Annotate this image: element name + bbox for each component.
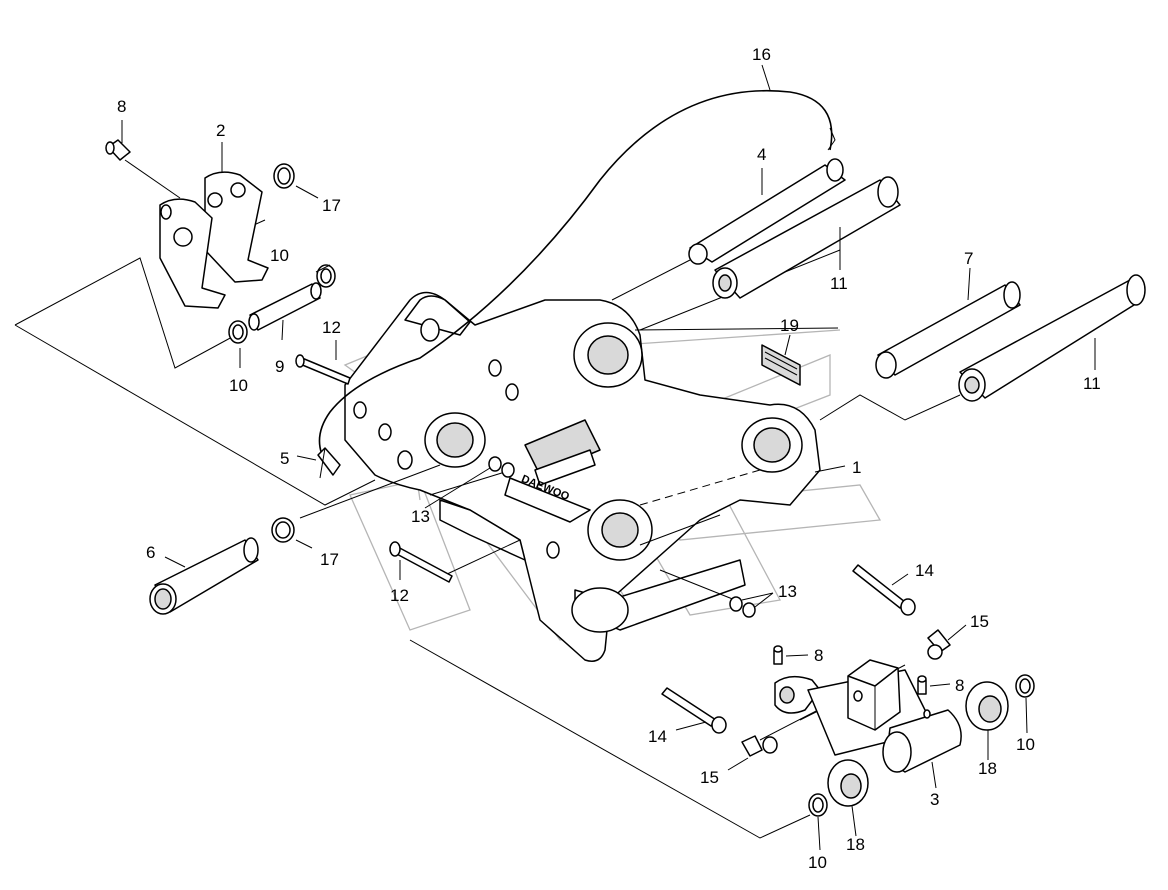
ring-part-10-bottom [808, 793, 828, 817]
callout-17-top: 17 [322, 196, 341, 215]
callout-numbers: 16 8 2 17 4 11 7 19 11 10 12 9 10 5 1 13… [117, 45, 1101, 872]
callout-8-top: 8 [117, 97, 126, 116]
pin-part-11-upper [712, 176, 901, 299]
callout-10-right: 10 [1016, 735, 1035, 754]
ring-part-10-left [228, 320, 248, 344]
grease-fitting-part-8-top [105, 139, 131, 161]
ring-part-17-top [273, 163, 295, 189]
label-part-19 [761, 344, 801, 386]
cylinder-part-3 [774, 659, 962, 773]
callout-1: 1 [852, 458, 861, 477]
callout-15-upper: 15 [970, 612, 989, 631]
nut-part-13-upper [488, 456, 515, 478]
bolt-part-12-lower [389, 541, 453, 583]
quick-coupler-frame: DAEWOO [344, 291, 821, 662]
callout-18-bottom: 18 [846, 835, 865, 854]
spacer-part-18-right [965, 681, 1009, 731]
ring-part-10-right [1015, 674, 1035, 698]
sleeve-part-6 [149, 537, 259, 615]
pin-part-7 [875, 281, 1021, 379]
callout-16: 16 [752, 45, 771, 64]
callout-14-upper: 14 [915, 561, 934, 580]
pin-part-14-lower [661, 687, 727, 734]
callout-8-mid: 8 [814, 646, 823, 665]
callout-13-lower: 13 [778, 582, 797, 601]
callout-11-upper: 11 [830, 274, 848, 293]
callout-6: 6 [146, 543, 155, 562]
callout-15-lower: 15 [700, 768, 719, 787]
callout-12-lower: 12 [390, 586, 409, 605]
callout-7: 7 [964, 249, 973, 268]
bolt-part-12-upper [295, 354, 351, 385]
ring-part-17-lower [271, 517, 295, 543]
assembly-lines [14, 219, 961, 839]
plate-part-2 [159, 171, 269, 309]
callout-leaders [121, 64, 1096, 851]
callout-18-right: 18 [978, 759, 997, 778]
callout-10-bottom: 10 [808, 853, 827, 872]
pin-part-9 [248, 282, 322, 331]
callout-4: 4 [757, 145, 766, 164]
callout-13-upper: 13 [411, 507, 430, 526]
pin-part-11-lower [958, 274, 1146, 402]
callout-10-left: 10 [229, 376, 248, 395]
elbow-fitting-part-15-lower [741, 735, 778, 757]
callout-5: 5 [280, 449, 289, 468]
callout-12-upper: 12 [322, 318, 341, 337]
spacer-part-18-bottom [827, 759, 869, 807]
pin-part-14-upper [852, 564, 916, 616]
callout-9: 9 [275, 357, 284, 376]
callout-8-right: 8 [955, 676, 964, 695]
callout-2: 2 [216, 121, 225, 140]
ring-part-10-top [316, 264, 336, 288]
wire-part-16 [318, 89, 836, 467]
elbow-fitting-part-15-upper [927, 629, 951, 660]
callout-19: 19 [780, 316, 799, 335]
callout-14-lower: 14 [648, 727, 667, 746]
spring-clip-part-5 [317, 447, 341, 479]
callout-11-lower: 11 [1083, 374, 1101, 393]
callout-10-top: 10 [270, 246, 289, 265]
pin-part-4 [688, 158, 846, 265]
grease-fitting-part-8-mid [773, 645, 783, 665]
grease-fitting-part-8-right [917, 675, 927, 695]
nut-part-13-lower [729, 596, 756, 618]
callout-3: 3 [930, 790, 939, 809]
callout-17-lower: 17 [320, 550, 339, 569]
